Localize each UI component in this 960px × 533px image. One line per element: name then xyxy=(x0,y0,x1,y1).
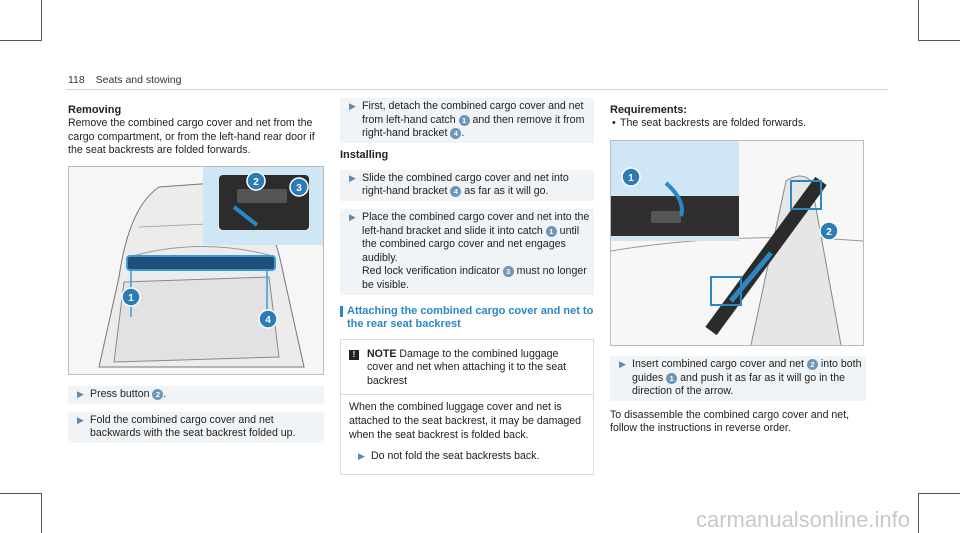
note-box: ! NOTE Damage to the combined luggage co… xyxy=(340,338,594,475)
requirements-heading: Requirements: xyxy=(610,104,688,116)
cargo-illustration: 1 2 3 4 xyxy=(68,166,324,375)
note-step: ▶ Do not fold the seat backrests back. xyxy=(349,448,585,466)
badge-4: 4 xyxy=(450,186,462,198)
step-arrow-icon: ▶ xyxy=(349,211,356,222)
column-3: Requirements: •The seat backrests are fo… xyxy=(610,104,866,131)
crop-mark xyxy=(918,40,960,41)
callout-2: 2 xyxy=(253,177,259,188)
callout-3: 3 xyxy=(296,183,302,194)
step-arrow-icon: ▶ xyxy=(619,359,626,369)
crop-mark xyxy=(0,493,42,494)
callout-4: 4 xyxy=(265,315,271,326)
seat-guides-drawing: 1 2 xyxy=(611,141,863,345)
step-arrow-icon: ▶ xyxy=(77,389,84,399)
badge-1: 1 xyxy=(666,372,678,384)
badge-1: 1 xyxy=(458,114,470,126)
bullet-icon: • xyxy=(612,117,616,129)
step-arrow-icon: ▶ xyxy=(77,414,84,425)
requirements-bullet: •The seat backrests are folded forwards. xyxy=(612,117,807,129)
badge-1: 1 xyxy=(545,225,557,237)
header-rule xyxy=(66,89,888,90)
badge-2: 2 xyxy=(806,359,818,370)
step-fold-back: ▶ Fold the combined cargo cover and net … xyxy=(68,411,324,443)
crop-mark xyxy=(0,40,42,41)
callout-1: 1 xyxy=(628,173,634,184)
disassemble-text: To disassemble the combined cargo cover … xyxy=(610,408,850,435)
step-arrow-icon: ▶ xyxy=(358,451,365,462)
installing-heading: Installing xyxy=(340,148,389,161)
step-slide: ▶ Slide the combined cargo cover and net… xyxy=(340,169,594,201)
warning-icon: ! xyxy=(349,349,359,360)
callout-1: 1 xyxy=(128,293,134,304)
crop-mark xyxy=(918,493,919,533)
removing-intro: Remove the combined cargo cover and net … xyxy=(68,117,315,157)
section-title: Seats and stowing xyxy=(95,74,182,86)
step-arrow-icon: ▶ xyxy=(349,101,356,111)
note-body: When the combined luggage cover and net … xyxy=(349,401,582,441)
step-place: ▶ Place the combined cargo cover and net… xyxy=(340,208,594,295)
crop-mark xyxy=(918,493,960,494)
column-1: Removing Remove the combined cargo cover… xyxy=(68,104,324,158)
crop-mark xyxy=(41,0,42,40)
column-1-steps: ▶ Press button 2. ▶ Fold the combined ca… xyxy=(68,378,324,443)
badge-3: 3 xyxy=(502,266,514,278)
guides-illustration: 1 2 xyxy=(610,140,864,346)
step-detach: ▶ First, detach the combined cargo cover… xyxy=(340,98,594,143)
step-press-button: ▶ Press button 2. xyxy=(68,386,324,404)
step-arrow-icon: ▶ xyxy=(349,172,356,183)
removing-heading: Removing xyxy=(68,104,122,116)
step-insert: ▶ Insert combined cargo cover and net 2 … xyxy=(610,356,866,401)
column-3-steps: ▶ Insert combined cargo cover and net 2 … xyxy=(610,348,866,436)
badge-4: 4 xyxy=(450,128,462,140)
note-title-text: Damage to the combined luggage cover and… xyxy=(367,347,567,387)
attaching-heading: Attaching the combined cargo cover and n… xyxy=(340,305,594,331)
crop-mark xyxy=(918,0,919,40)
callout-2: 2 xyxy=(826,227,832,238)
column-2: ▶ First, detach the combined cargo cover… xyxy=(340,98,594,475)
cargo-compartment-drawing: 1 2 3 4 xyxy=(69,167,323,374)
badge-2: 2 xyxy=(152,389,164,400)
watermark: carmanualsonline.info xyxy=(695,507,910,533)
page-number: 118 xyxy=(68,74,85,86)
crop-mark xyxy=(41,493,42,533)
page-header: 118 Seats and stowing xyxy=(68,74,181,88)
note-title: NOTE xyxy=(367,347,397,360)
